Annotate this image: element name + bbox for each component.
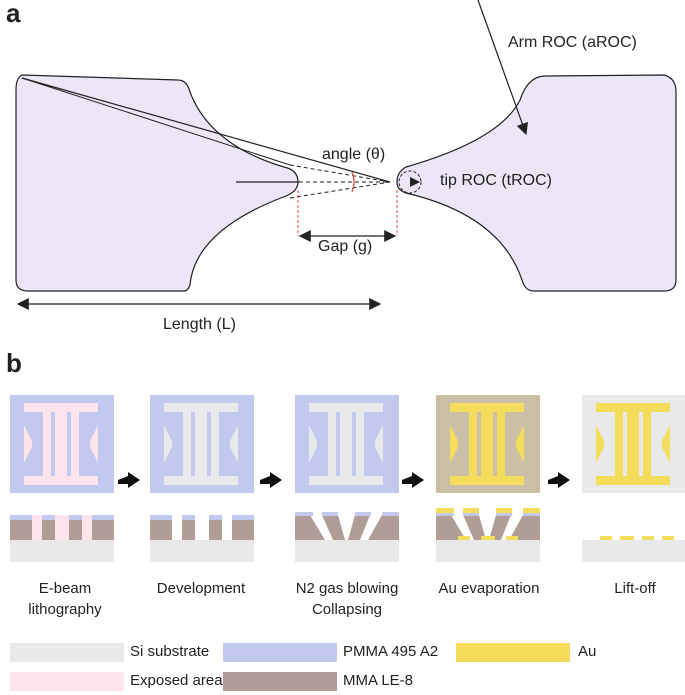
- step-5-label: Lift-off: [614, 580, 656, 597]
- step-3-top-view: [295, 395, 399, 493]
- angle-arc: [351, 171, 355, 193]
- step-3-label: N2 gas blowing Collapsing: [295, 580, 399, 618]
- length-label: Length (L): [163, 316, 236, 333]
- legend-swatch-exposed: [10, 672, 124, 691]
- step-arrow-4: [548, 472, 570, 488]
- right-bowtie-arm: [396, 74, 677, 292]
- step-2-label: Development: [156, 580, 246, 597]
- step-4-label: Au evaporation: [438, 580, 540, 597]
- step-1-label: E-beam lithography: [28, 580, 102, 618]
- legend-swatch-mma: [223, 672, 337, 691]
- tip-roc-label: tip ROC (tROC): [440, 172, 552, 189]
- legend-label-au: Au: [578, 643, 597, 660]
- step-2-top-view: [150, 395, 254, 493]
- legend-label-mma: MMA LE-8: [343, 672, 414, 689]
- arm-roc-label: Arm ROC (aROC): [508, 34, 637, 51]
- bowtie-diagram: [15, 0, 677, 310]
- step-2-cross-section: [150, 515, 254, 562]
- legend-swatch-au: [456, 643, 570, 662]
- left-bowtie-arm: [15, 74, 299, 292]
- gap-label: Gap (g): [318, 238, 373, 255]
- legend-label-pmma: PMMA 495 A2: [343, 643, 439, 660]
- legend-swatch-pmma: [223, 643, 337, 662]
- step-4-cross-section: [436, 508, 540, 562]
- legend-label-exposed: Exposed area: [130, 672, 223, 689]
- angle-label: angle (θ): [322, 146, 386, 163]
- panel-a-label: a: [6, 0, 21, 28]
- step-4-top-view: [436, 395, 540, 493]
- step-1-cross-section: [10, 515, 114, 562]
- step-arrow-2: [260, 472, 282, 488]
- step-arrow-1: [118, 472, 140, 488]
- fabrication-steps: [10, 395, 685, 562]
- step-1-top-view: [10, 395, 114, 493]
- step-5-top-view: [582, 395, 685, 493]
- step-5-cross-section: [582, 536, 685, 562]
- step-arrow-3: [402, 472, 424, 488]
- step-3-cross-section: [295, 512, 399, 562]
- legend-label-si: Si substrate: [130, 643, 210, 660]
- legend-swatch-si: [10, 643, 124, 662]
- panel-b-label: b: [6, 348, 22, 378]
